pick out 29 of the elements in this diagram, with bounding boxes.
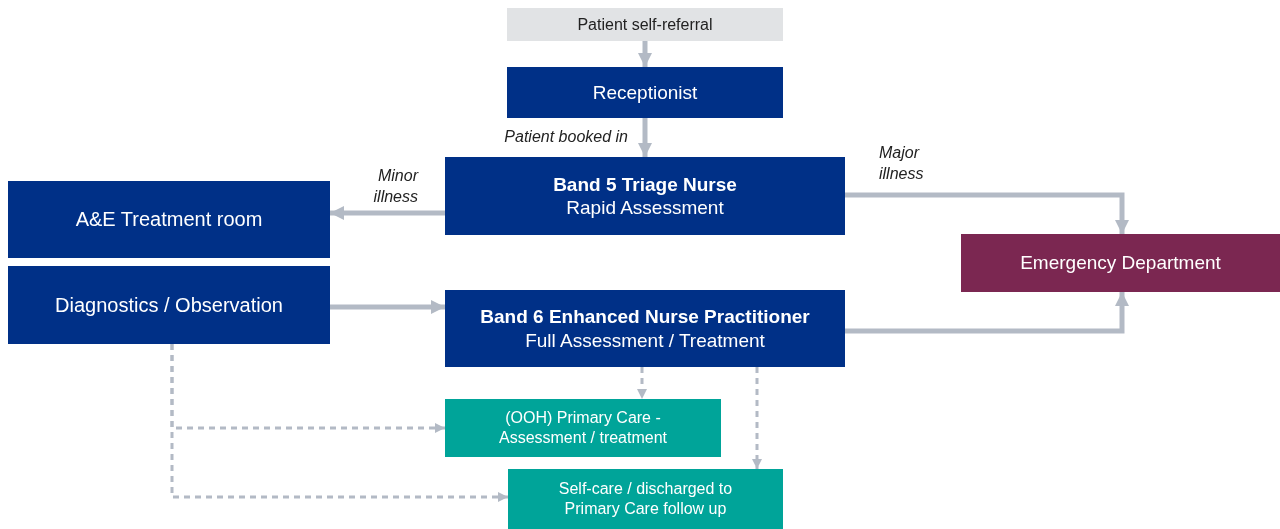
process-box	[8, 181, 330, 258]
arrow	[637, 367, 647, 399]
box-text: Rapid Assessment	[566, 196, 724, 220]
arrow	[845, 292, 1129, 334]
box-heading: Band 6 Enhanced Nurse Practitioner	[480, 305, 810, 329]
process-box	[8, 266, 330, 344]
arrow	[170, 344, 508, 502]
outcome-box	[508, 469, 783, 529]
box-heading: Band 5 Triage Nurse	[553, 172, 737, 196]
process-box	[445, 290, 845, 367]
box-text: Full Assessment / Treatment	[525, 328, 765, 352]
outcome-box	[445, 399, 721, 457]
process-box	[507, 67, 783, 118]
start-box	[507, 8, 783, 41]
box-text: Patient self-referral	[577, 14, 713, 35]
box-text: A&E Treatment room	[75, 207, 263, 232]
arrow	[330, 206, 445, 220]
destination-box	[961, 234, 1280, 292]
arrow	[845, 192, 1129, 234]
arrow	[330, 300, 445, 314]
box-text: Receptionist	[592, 80, 698, 105]
box-text: Self-care / discharged to Primary Care follow up	[557, 479, 734, 519]
arrow	[638, 41, 652, 67]
box-text: Diagnostics / Observation	[55, 292, 283, 318]
arrow	[752, 367, 762, 469]
box-text: Emergency Department	[1020, 251, 1221, 275]
arrow	[638, 118, 652, 157]
box-text: (OOH) Primary Care - Assessment / treatment	[497, 408, 669, 448]
process-box	[445, 157, 845, 235]
